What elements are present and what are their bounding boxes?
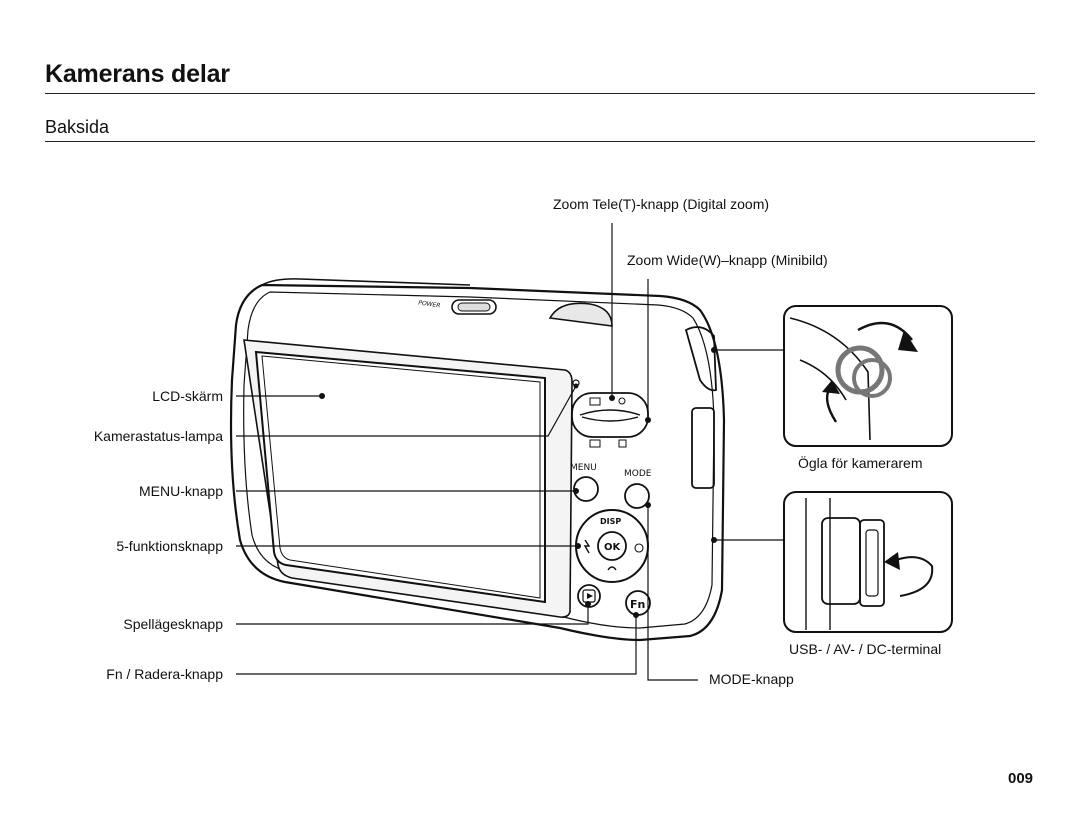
- title-rule: [45, 93, 1035, 94]
- label-fn-delete: Fn / Radera-knapp: [106, 666, 223, 682]
- menu-text: MENU: [570, 463, 597, 473]
- label-menu-button: MENU-knapp: [138, 483, 223, 499]
- disp-text: DISP: [600, 517, 621, 526]
- power-button: POWER: [418, 299, 497, 315]
- label-status-lamp: Kamerastatus-lampa: [93, 428, 223, 444]
- fn-text: Fn: [630, 598, 645, 611]
- five-function-pad: OK DISP: [575, 509, 649, 583]
- strap-inset: [783, 305, 953, 447]
- section-subtitle: Baksida: [45, 117, 110, 137]
- lcd-screen: [243, 339, 573, 618]
- label-five-function: 5-funktionsknapp: [116, 538, 223, 554]
- page-number: 009: [1008, 770, 1034, 787]
- label-strap: Ögla för kamerarem: [798, 455, 923, 471]
- camera-body: [229, 278, 726, 642]
- mode-text: MODE: [624, 469, 652, 479]
- side-door: [691, 407, 715, 489]
- label-terminal: USB- / AV- / DC-terminal: [789, 641, 942, 657]
- subtitle-rule: [45, 141, 1035, 142]
- mode-button: [624, 483, 650, 509]
- leader-dots: [319, 347, 717, 618]
- terminal-inset: [783, 491, 953, 633]
- ok-text: OK: [604, 542, 622, 553]
- zoom-rocker: [571, 392, 649, 448]
- page-title: Kamerans delar: [45, 60, 230, 88]
- label-lcd: LCD-skärm: [152, 388, 223, 404]
- label-playback: Spellägesknapp: [123, 616, 223, 632]
- fn-button: Fn: [625, 590, 651, 616]
- label-zoom-wide: Zoom Wide(W)–knapp (Minibild): [627, 252, 828, 268]
- zoom-lever: [548, 302, 613, 327]
- leader-lines: [236, 223, 784, 681]
- strap-lug: [684, 326, 717, 392]
- label-mode-button: MODE-knapp: [709, 671, 794, 687]
- label-zoom-tele: Zoom Tele(T)-knapp (Digital zoom): [553, 196, 770, 212]
- power-text: POWER: [418, 299, 441, 309]
